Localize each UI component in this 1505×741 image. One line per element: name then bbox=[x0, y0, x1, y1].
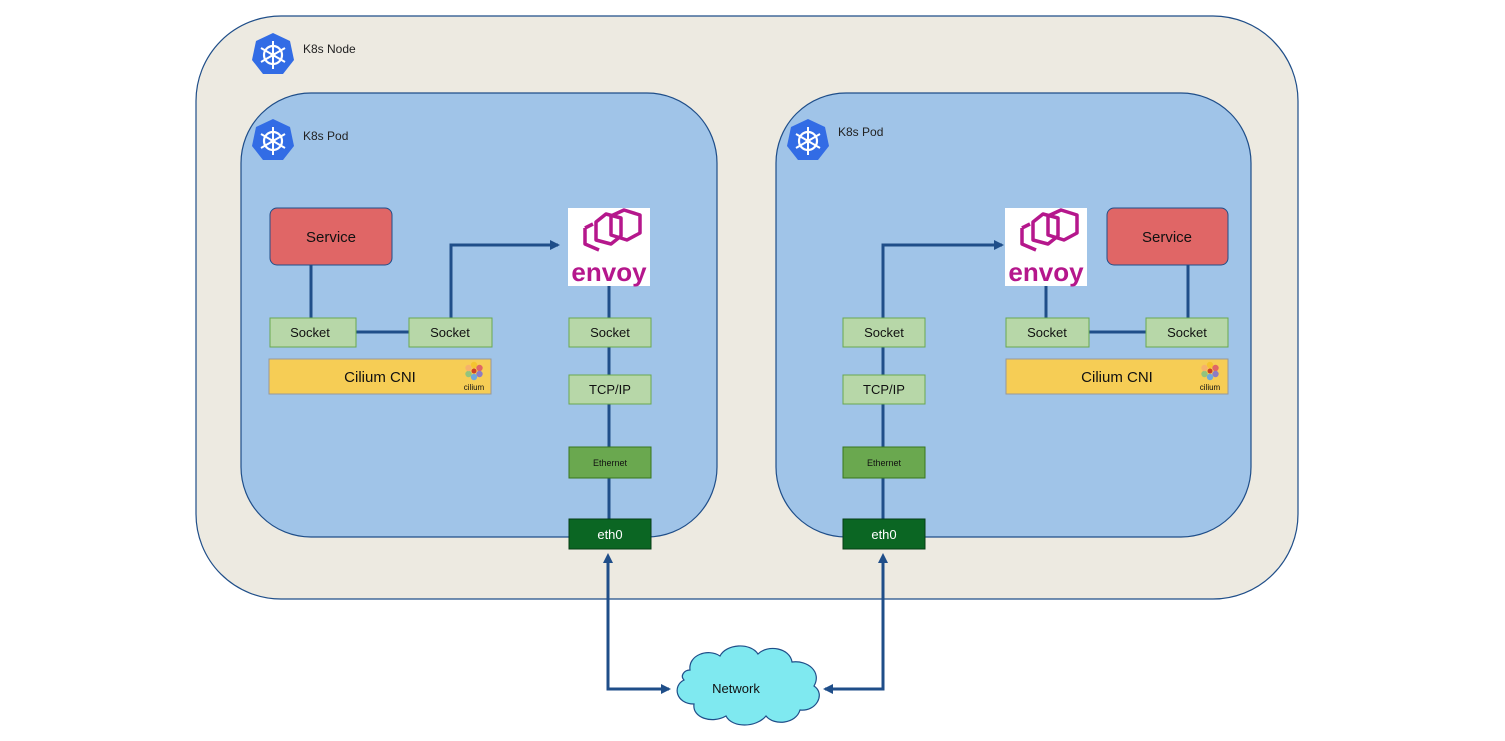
service-box-left bbox=[269, 207, 393, 266]
network-cloud-icon bbox=[676, 645, 820, 726]
eth0-label-right: eth0 bbox=[871, 527, 896, 542]
cilium-logo-text-right: cilium bbox=[1200, 383, 1221, 392]
ethernet-label-right: Ethernet bbox=[867, 458, 902, 468]
k8s-node-label: K8s Node bbox=[303, 42, 356, 56]
socket-box-left-1 bbox=[269, 317, 357, 348]
envoy-logo-left: envoy bbox=[568, 208, 650, 287]
socket-box-left-2 bbox=[408, 317, 493, 348]
socket-label-right-1: Socket bbox=[1027, 325, 1067, 340]
ethernet-label-left: Ethernet bbox=[593, 458, 628, 468]
eth0-label-left: eth0 bbox=[597, 527, 622, 542]
socket-label-right-stack: Socket bbox=[864, 325, 904, 340]
ethernet-box-left bbox=[568, 446, 652, 479]
cilium-cni-box-right bbox=[1005, 358, 1229, 395]
socket-box-right-2 bbox=[1145, 317, 1229, 348]
cilium-logo-text-left: cilium bbox=[464, 383, 485, 392]
k8s-pod-right-label: K8s Pod bbox=[838, 125, 883, 139]
tcpip-box-right bbox=[842, 374, 926, 405]
socket-box-right-stack bbox=[842, 317, 926, 348]
tcpip-box-left bbox=[568, 374, 652, 405]
socket-label-left-1: Socket bbox=[290, 325, 330, 340]
envoy-logo-text-right: envoy bbox=[1008, 257, 1084, 287]
cilium-cni-label-left: Cilium CNI bbox=[344, 369, 416, 386]
service-box-right bbox=[1106, 207, 1229, 266]
service-label-left: Service bbox=[306, 229, 356, 246]
connector-lines bbox=[309, 240, 1190, 694]
cilium-cni-box-left bbox=[268, 358, 492, 395]
network-label: Network bbox=[712, 681, 760, 696]
k8s-pod-right bbox=[775, 92, 1252, 538]
tcpip-label-right: TCP/IP bbox=[863, 382, 905, 397]
k8s-pod-left-label: K8s Pod bbox=[303, 129, 348, 143]
socket-label-right-2: Socket bbox=[1167, 325, 1207, 340]
socket-label-left-stack: Socket bbox=[590, 325, 630, 340]
socket-label-left-2: Socket bbox=[430, 325, 470, 340]
cilium-cni-label-right: Cilium CNI bbox=[1081, 369, 1153, 386]
socket-box-right-1 bbox=[1005, 317, 1090, 348]
tcpip-label-left: TCP/IP bbox=[589, 382, 631, 397]
eth0-box-left bbox=[568, 518, 652, 550]
envoy-logo-right: envoy bbox=[1005, 208, 1087, 287]
envoy-logo-text-left: envoy bbox=[571, 257, 647, 287]
socket-box-left-stack bbox=[568, 317, 652, 348]
eth0-box-right bbox=[842, 518, 926, 550]
service-label-right: Service bbox=[1142, 229, 1192, 246]
k8s-pod-left bbox=[240, 92, 718, 538]
ethernet-box-right bbox=[842, 446, 926, 479]
